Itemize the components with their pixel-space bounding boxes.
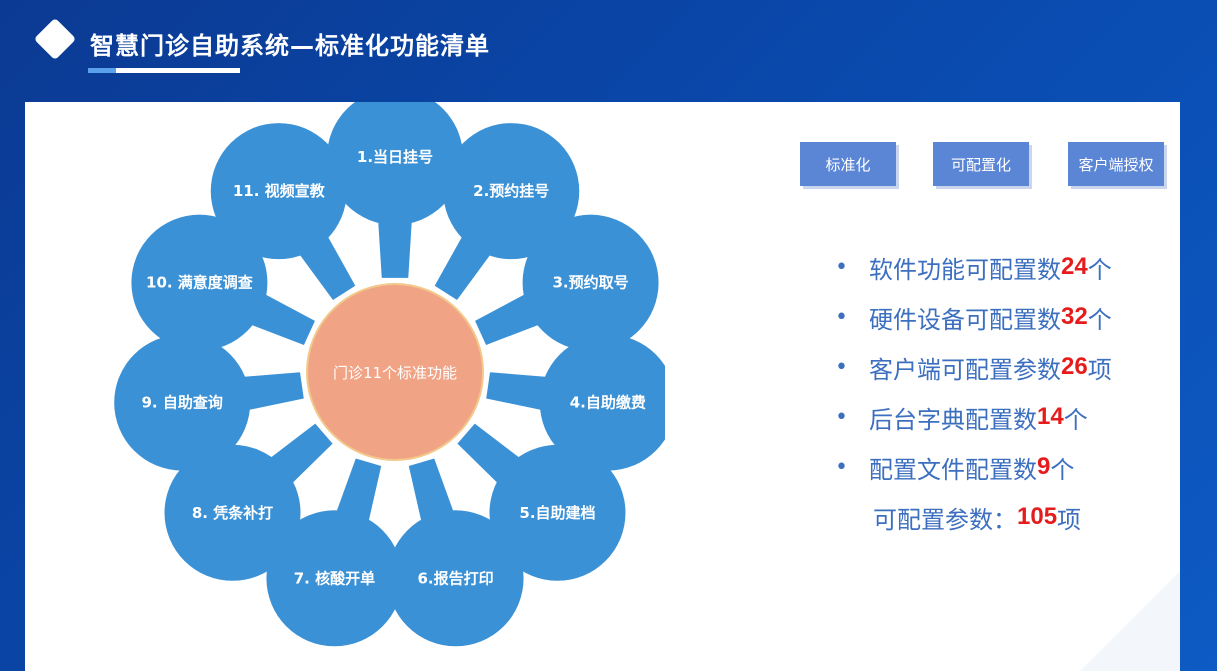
petal-circle bbox=[539, 334, 665, 471]
petal-connector bbox=[321, 458, 382, 564]
petal-label: 10. 满意度调查 bbox=[146, 274, 254, 292]
petal-label: 3.预约取号 bbox=[553, 274, 629, 292]
petal-connector bbox=[408, 458, 469, 564]
title-underline-accent bbox=[88, 68, 116, 73]
summary-label: 可配置参数： bbox=[873, 505, 1017, 534]
stat-unit: 项 bbox=[1087, 355, 1112, 384]
stat-label: 配置文件配置数 bbox=[869, 455, 1037, 484]
decorative-pattern bbox=[1080, 571, 1180, 671]
petal-circle bbox=[387, 510, 524, 647]
petal-label: 6.报告打印 bbox=[418, 569, 494, 587]
petal-label: 2.预约挂号 bbox=[473, 182, 549, 200]
petal-connector bbox=[434, 198, 517, 301]
bullet-icon: • bbox=[835, 254, 848, 280]
petal-label: 8. 凭条补打 bbox=[192, 504, 273, 522]
stat-value: 14 bbox=[1037, 403, 1064, 430]
petal-connector bbox=[235, 423, 333, 514]
petal-connector bbox=[486, 372, 590, 419]
tag-configurable: 可配置化 bbox=[933, 142, 1029, 186]
center-circle bbox=[306, 283, 484, 461]
function-diagram: 门诊11个标准功能 1.当日挂号 2.预约挂号 3.预约取号 4.自助缴费 5.自助建档 6… bbox=[114, 102, 665, 647]
petal-label: 11. 视频宣教 bbox=[233, 182, 326, 200]
petal-label: 7. 核酸开单 bbox=[294, 569, 375, 587]
diamond-icon bbox=[33, 17, 77, 61]
petal-circle bbox=[114, 334, 251, 471]
bullet-icon: • bbox=[835, 454, 848, 480]
summary-unit: 项 bbox=[1057, 505, 1082, 534]
stat-unit: 个 bbox=[1087, 255, 1112, 284]
stat-unit: 个 bbox=[1063, 405, 1088, 434]
title-underline bbox=[116, 68, 240, 73]
bullet-icon: • bbox=[835, 404, 848, 430]
petal-connector bbox=[475, 273, 580, 345]
page-title: 智慧门诊自助系统—标准化功能清单 bbox=[90, 32, 490, 60]
petal-connector bbox=[273, 198, 356, 301]
tag-client-authorization: 客户端授权 bbox=[1068, 142, 1164, 186]
stat-value: 32 bbox=[1061, 303, 1088, 330]
bullet-icon: • bbox=[835, 354, 848, 380]
petal-connector bbox=[375, 177, 415, 278]
stat-label: 软件功能可配置数 bbox=[869, 255, 1061, 284]
stat-value: 26 bbox=[1061, 353, 1088, 380]
stat-value: 24 bbox=[1061, 253, 1088, 280]
stat-unit: 个 bbox=[1087, 305, 1112, 334]
center-label: 门诊11个标准功能 bbox=[333, 364, 457, 382]
petal-connector bbox=[210, 273, 315, 345]
stat-unit: 个 bbox=[1050, 455, 1075, 484]
header: 智慧门诊自助系统—标准化功能清单 bbox=[0, 0, 1217, 100]
stat-label: 后台字典配置数 bbox=[869, 405, 1037, 434]
petal-label: 4.自助缴费 bbox=[570, 394, 646, 412]
petal-label: 9. 自助查询 bbox=[142, 394, 223, 412]
petal-connector bbox=[457, 423, 555, 514]
tag-standardization: 标准化 bbox=[800, 142, 896, 186]
petal-connector bbox=[200, 372, 304, 419]
stat-label: 客户端可配置参数 bbox=[869, 355, 1061, 384]
petal-circle bbox=[327, 102, 463, 225]
stat-label: 硬件设备可配置数 bbox=[869, 305, 1061, 334]
bullet-icon: • bbox=[835, 304, 848, 330]
petal-label: 1.当日挂号 bbox=[357, 148, 433, 166]
petal-circle bbox=[266, 510, 403, 647]
content-panel: 门诊11个标准功能 1.当日挂号 2.预约挂号 3.预约取号 4.自助缴费 5.自助建档 6… bbox=[25, 102, 1180, 671]
stat-value: 9 bbox=[1037, 453, 1051, 480]
summary-value: 105 bbox=[1017, 503, 1058, 530]
petal-label: 5.自助建档 bbox=[519, 504, 595, 522]
